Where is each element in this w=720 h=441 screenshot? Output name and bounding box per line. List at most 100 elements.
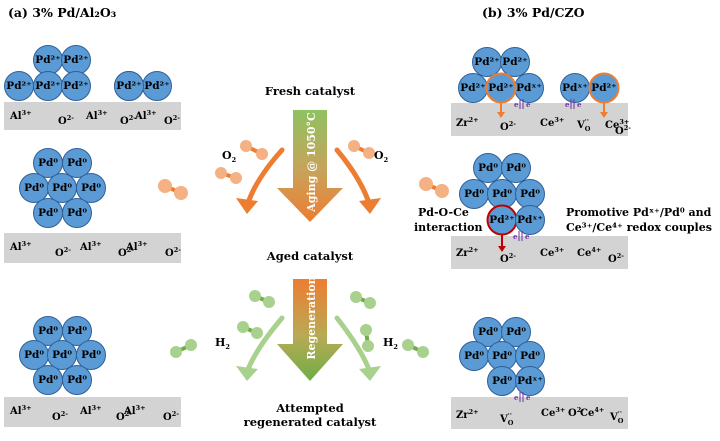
support-ion-label: O2- bbox=[500, 252, 516, 265]
pd-particle: Pd⁰ bbox=[62, 365, 92, 395]
pd-particle: Pd⁰ bbox=[473, 317, 503, 347]
pd-particle: Pdˣ⁺ bbox=[514, 73, 544, 103]
support-ion-label: Al3+ bbox=[125, 240, 148, 253]
gas-molecule bbox=[350, 291, 376, 309]
svg-text:Pd⁰: Pd⁰ bbox=[38, 157, 58, 169]
svg-text:Pd⁰: Pd⁰ bbox=[24, 349, 44, 361]
svg-text:Pd⁰: Pd⁰ bbox=[478, 326, 498, 338]
support-slab-3 bbox=[4, 397, 181, 427]
svg-text:Pd⁰: Pd⁰ bbox=[38, 207, 58, 219]
support-ion-label: O2- bbox=[568, 406, 584, 419]
support-ion-label: Al3+ bbox=[9, 109, 32, 122]
pd-particle: Pd⁰ bbox=[47, 340, 77, 370]
support-ion-label: Al3+ bbox=[9, 404, 32, 417]
gas-molecule bbox=[158, 179, 188, 200]
pd-particle: Pd²⁺ bbox=[486, 204, 518, 236]
svg-text:Pd⁰: Pd⁰ bbox=[520, 350, 540, 362]
pd-particle: Pd⁰ bbox=[487, 341, 517, 371]
pd-particle: Pd²⁺ bbox=[500, 47, 530, 77]
fresh-catalyst-label: Fresh catalyst bbox=[265, 84, 356, 98]
gas-molecule bbox=[402, 339, 429, 358]
o2-label-left: O2 bbox=[222, 149, 236, 164]
pd-particle: Pd⁰ bbox=[473, 153, 503, 183]
support-ion-label: VO·· bbox=[609, 408, 624, 425]
down-arrow-head bbox=[497, 112, 505, 118]
pd-particle: Pd⁰ bbox=[487, 179, 517, 209]
pd-particle: Pd²⁺ bbox=[33, 45, 63, 75]
electron-label: e bbox=[514, 100, 519, 109]
support-slab-4 bbox=[451, 103, 628, 136]
support-ion-label: O2- bbox=[164, 114, 180, 127]
pd-particle: Pd⁰ bbox=[501, 153, 531, 183]
h2-label-right: H2 bbox=[383, 336, 398, 351]
electron-label: e bbox=[525, 232, 530, 241]
gas-molecule bbox=[419, 177, 449, 198]
electron-label: e bbox=[526, 393, 531, 402]
aging-curved-arrows bbox=[236, 147, 381, 214]
support-slab-2 bbox=[4, 233, 181, 263]
support-ion-label: Zr2+ bbox=[456, 408, 479, 421]
promotive-label-line1: Promotive Pdˣ⁺/Pd⁰ and bbox=[566, 206, 712, 219]
support-ion-label: Ce3+ bbox=[540, 246, 564, 259]
pd-particle: Pd²⁺ bbox=[114, 71, 144, 101]
svg-text:Pd⁰: Pd⁰ bbox=[464, 350, 484, 362]
regeneration-arrow-label: Regeneration bbox=[305, 276, 318, 359]
pd-particle: Pd⁰ bbox=[33, 198, 63, 228]
pd-o-ce-label-line1: Pd-O-Ce bbox=[418, 206, 469, 219]
pd-particle: Pdˣ⁺ bbox=[515, 205, 545, 235]
svg-text:Pd⁰: Pd⁰ bbox=[67, 207, 87, 219]
pd-particle: Pd⁰ bbox=[33, 148, 63, 178]
svg-text:Pd⁰: Pd⁰ bbox=[492, 350, 512, 362]
pd-particle: Pd⁰ bbox=[459, 341, 489, 371]
pd-particle: Pd⁰ bbox=[501, 317, 531, 347]
support-ion-label: O2- bbox=[163, 410, 179, 423]
gas-molecule bbox=[170, 339, 197, 358]
support-slab-1 bbox=[4, 102, 181, 130]
aged-catalyst-label: Aged catalyst bbox=[266, 249, 354, 263]
gas-molecules bbox=[158, 140, 449, 358]
support-ion-label: Zr2+ bbox=[456, 116, 479, 129]
support-ion-label: O2- bbox=[165, 246, 181, 259]
pd-particle: Pd²⁺ bbox=[458, 73, 488, 103]
pd-particle: Pd⁰ bbox=[459, 179, 489, 209]
svg-text:Pd²⁺: Pd²⁺ bbox=[144, 80, 169, 92]
support-ion-label: Ce3+ bbox=[605, 118, 629, 131]
svg-text:Pd⁰: Pd⁰ bbox=[67, 325, 87, 337]
support-ion-label: O2- bbox=[58, 114, 74, 127]
electron-label: e bbox=[513, 232, 518, 241]
pd-particle: Pd⁰ bbox=[33, 365, 63, 395]
electron-label: e bbox=[565, 100, 570, 109]
title-right: (b) 3% Pd/CZO bbox=[482, 5, 585, 20]
pd-particle: Pd⁰ bbox=[515, 341, 545, 371]
svg-text:Pd²⁺: Pd²⁺ bbox=[489, 214, 514, 226]
gas-molecule bbox=[249, 290, 275, 308]
pd-particle: Pd⁰ bbox=[62, 316, 92, 346]
electron-label: e bbox=[577, 100, 582, 109]
svg-text:Pd⁰: Pd⁰ bbox=[506, 162, 526, 174]
attempted-label-line1: Attempted bbox=[275, 401, 344, 415]
pd-particle: Pd⁰ bbox=[19, 340, 49, 370]
pd-particle: Pd²⁺ bbox=[142, 71, 172, 101]
regeneration-arrow: Regeneration bbox=[277, 276, 343, 381]
aging-arrow-label: Aging @ 1050°C bbox=[305, 112, 318, 213]
electron-label: e bbox=[514, 393, 519, 402]
pd-particle: Pd⁰ bbox=[19, 173, 49, 203]
svg-text:Pdˣ⁺: Pdˣ⁺ bbox=[517, 214, 543, 226]
gas-molecule bbox=[237, 321, 263, 339]
svg-text:Pd⁰: Pd⁰ bbox=[38, 325, 58, 337]
pd-particle: Pd²⁺ bbox=[61, 45, 91, 75]
svg-text:Pd²⁺: Pd²⁺ bbox=[116, 80, 141, 92]
pd-particle: Pd⁰ bbox=[76, 173, 106, 203]
gas-molecule bbox=[240, 140, 268, 160]
gas-molecule bbox=[360, 324, 374, 352]
support-ion-label: Al3+ bbox=[79, 240, 102, 253]
pd-particle: Pd²⁺ bbox=[588, 72, 620, 104]
svg-text:Pdˣ⁺: Pdˣ⁺ bbox=[562, 82, 588, 94]
support-ion-label: Ce4+ bbox=[577, 246, 601, 259]
gas-molecule bbox=[215, 167, 242, 184]
support-ion-label: VO·· bbox=[499, 410, 514, 427]
pd-particle: Pd⁰ bbox=[76, 340, 106, 370]
support-ion-label: Al3+ bbox=[9, 240, 32, 253]
pd-particle: Pd²⁺ bbox=[33, 71, 63, 101]
